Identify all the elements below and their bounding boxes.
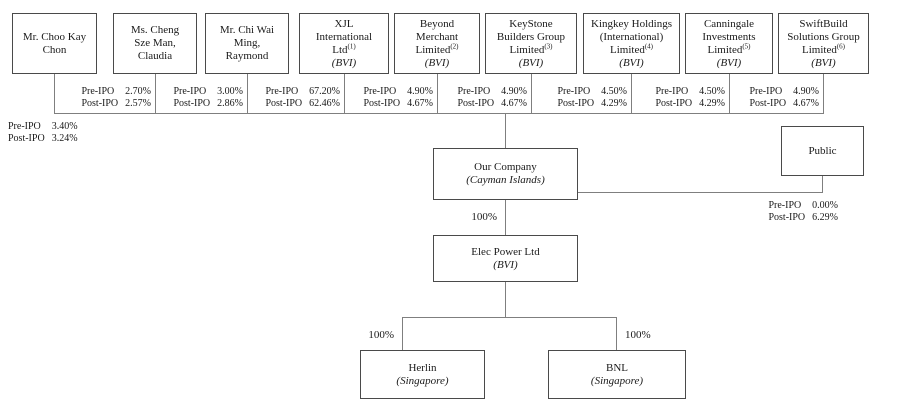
shareholder-box-cheng-sze-man: Ms. Cheng Sze Man, Claudia [113, 13, 197, 74]
connector-to-herlin [402, 317, 403, 350]
shareholder-box-kingkey-holdings: Kingkey Holdings (International) Limited… [583, 13, 680, 74]
shareholder-box-keystone-builders: KeyStone Builders Group Limited(3) (BVI) [485, 13, 577, 74]
footnote-marker: (6) [836, 41, 845, 50]
bnl-box: BNL (Singapore) [548, 350, 686, 399]
footnote-marker: (5) [742, 41, 751, 50]
footnote-marker: (4) [644, 41, 653, 50]
footnote-marker: (3) [544, 41, 553, 50]
footnote-marker: (2) [450, 41, 459, 50]
connector-bus-to-company [505, 113, 506, 148]
ownership-label-bnl: 100% [625, 329, 651, 341]
shareholder-box-choo-kay-chon: Mr. Choo Kay Chon [12, 13, 97, 74]
shareholder-box-beyond-merchant: Beyond Merchant Limited(2) (BVI) [394, 13, 480, 74]
ownership-label-company-to-subsidiary: 100% [471, 211, 497, 223]
connector-keystone-to-bus [531, 74, 532, 113]
footnote-marker: (1) [347, 41, 356, 50]
connector-public-to-company [578, 192, 823, 193]
connector-chi-to-bus [247, 74, 248, 113]
elec-power-box: Elec Power Ltd (BVI) [433, 235, 578, 282]
connector-xjl-to-bus [344, 74, 345, 113]
connector-kingkey-to-bus [631, 74, 632, 113]
public-box: Public [781, 126, 864, 176]
connector-to-bnl [616, 317, 617, 350]
connector-canningale-to-bus [729, 74, 730, 113]
shareholder-box-swiftbuild-solutions: SwiftBuild Solutions Group Limited(6) (B… [778, 13, 869, 74]
connector-cheng-to-bus [155, 74, 156, 113]
herlin-box: Herlin (Singapore) [360, 350, 485, 399]
connector-company-to-subsidiary [505, 200, 506, 235]
shareholder-box-xjl-international: XJL International Ltd(1) (BVI) [299, 13, 389, 74]
connector-subsidiary-down [505, 282, 506, 317]
connector-beyond-to-bus [437, 74, 438, 113]
shareholder-box-chi-wai-ming: Mr. Chi Wai Ming, Raymond [205, 13, 289, 74]
top-bus-line [54, 113, 824, 114]
splitter-line [402, 317, 617, 318]
connector-swiftbuild-to-bus [823, 74, 824, 113]
shareholder-box-canningale-investments: Canningale Investments Limited(5) (BVI) [685, 13, 773, 74]
connector-choo-to-bus [54, 74, 55, 113]
our-company-box: Our Company (Cayman Islands) [433, 148, 578, 200]
ownership-label-herlin: 100% [368, 329, 394, 341]
connector-public-down [822, 176, 823, 193]
